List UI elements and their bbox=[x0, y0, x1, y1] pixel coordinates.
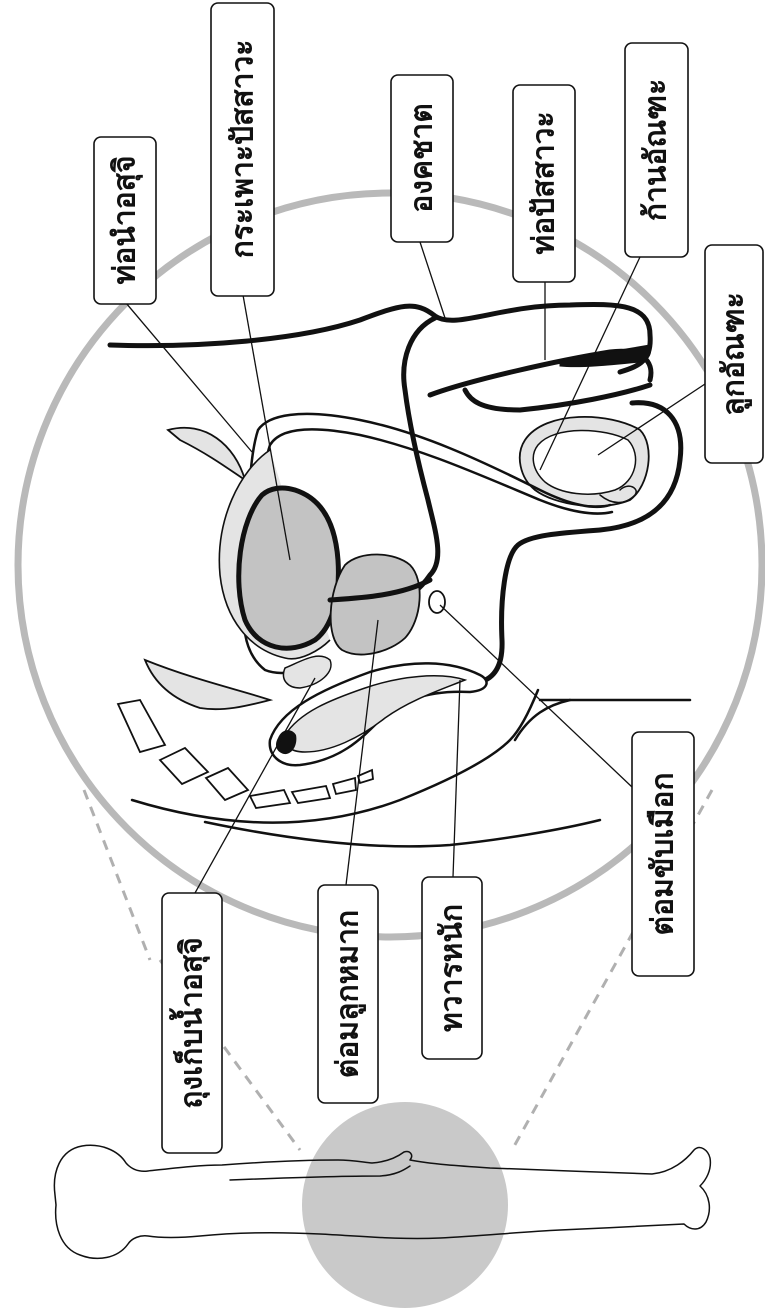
label-bladder-text: กระเพาะปัสสาวะ bbox=[226, 40, 261, 259]
label-penis: องคชาต bbox=[391, 75, 453, 242]
label-urethra-text: ท่อปัสสาวะ bbox=[527, 111, 562, 254]
label-seminal-vesicle-text: ถุงเก็บน้ำอสุจิ bbox=[169, 937, 211, 1109]
label-prostate: ต่อมลูกหมาก bbox=[318, 885, 378, 1103]
testis bbox=[520, 417, 649, 506]
label-urethra: ท่อปัสสาวะ bbox=[513, 85, 575, 282]
label-epididymis-text: ก้านอัณฑะ bbox=[639, 79, 674, 221]
pelvis-highlight bbox=[302, 1102, 508, 1308]
label-epididymis: ก้านอัณฑะ bbox=[625, 43, 688, 257]
label-penis-text: องคชาต bbox=[405, 103, 440, 212]
label-bladder: กระเพาะปัสสาวะ bbox=[211, 3, 274, 296]
label-seminal-vesicle: ถุงเก็บน้ำอสุจิ bbox=[162, 893, 222, 1153]
label-ureter-text: ท่อนำอสุจิ bbox=[108, 155, 144, 284]
label-prostate-text: ต่อมลูกหมาก bbox=[331, 910, 367, 1078]
cowper-gland-shape bbox=[429, 591, 445, 613]
label-anus: ทวารหนัก bbox=[422, 877, 482, 1059]
label-ureter: ท่อนำอสุจิ bbox=[94, 137, 156, 304]
label-cowper-gland: ต่อมขับเมือก bbox=[632, 732, 694, 976]
label-testis: ลูกอัณฑะ bbox=[705, 245, 763, 463]
body-silhouette bbox=[54, 1102, 710, 1308]
label-cowper-gland-text: ต่อมขับเมือก bbox=[646, 772, 681, 935]
label-anus-text: ทวารหนัก bbox=[435, 904, 470, 1032]
bladder-wall bbox=[239, 488, 339, 648]
label-testis-text: ลูกอัณฑะ bbox=[717, 292, 753, 415]
